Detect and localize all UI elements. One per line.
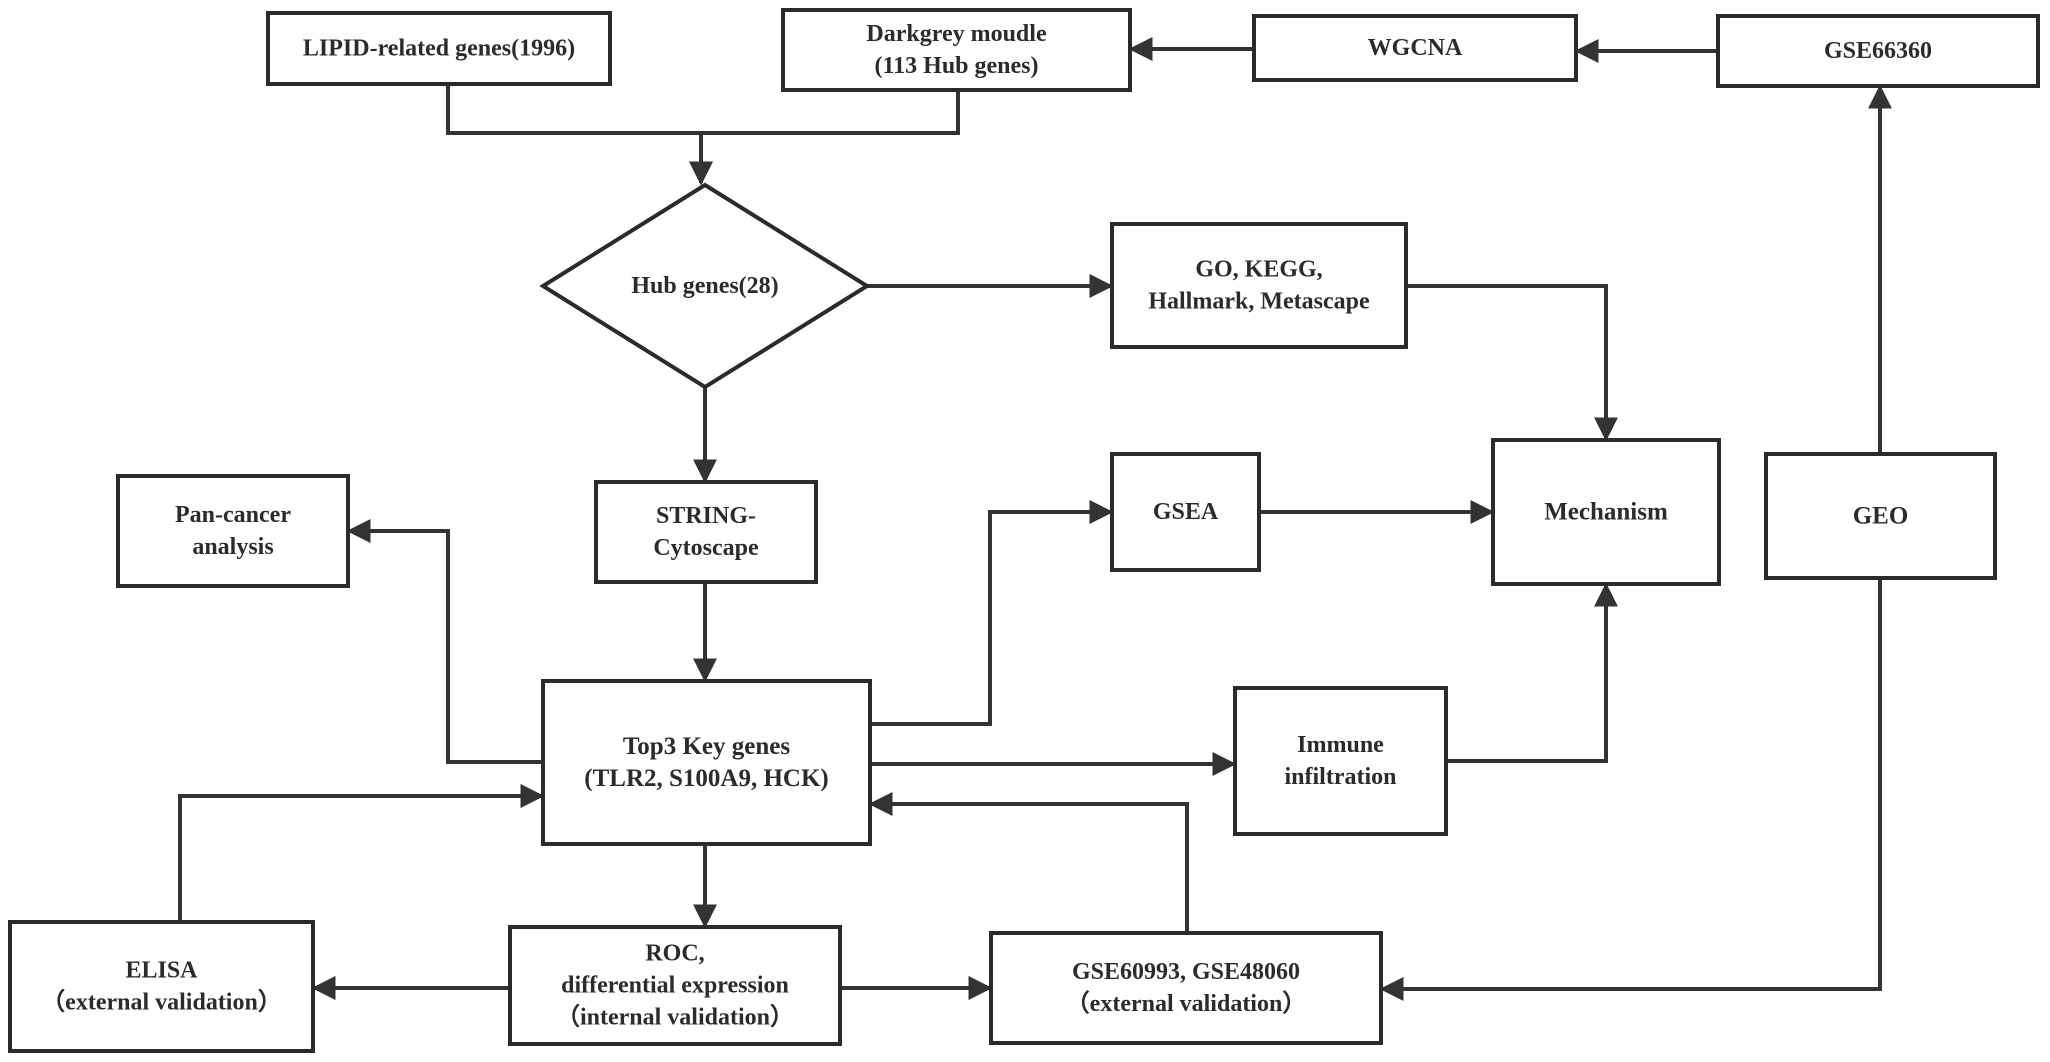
edge-elisa-to-top3 (178, 784, 545, 922)
node-mechanism-box (1491, 438, 1721, 586)
edge-gse60993-to-top3 (868, 792, 1189, 933)
node-darkgrey: Darkgrey moudle (113 Hub genes) (781, 8, 1132, 92)
edge-lipid-to-hub (446, 84, 713, 186)
node-geo-label-line-1: GEO (1853, 503, 1909, 530)
node-go-label-line-1: GO, KEGG, (1195, 257, 1322, 283)
node-immune: Immune infiltration (1233, 686, 1448, 836)
node-gse60993-label-line-2: （external validation） (1066, 990, 1307, 1017)
node-pancancer-label-line-1: Pan-cancer (175, 502, 291, 528)
node-hub-label-line-1: Hub genes(28) (631, 273, 778, 299)
node-elisa-label-line-1: ELISA (125, 958, 198, 984)
edge-immune-to-mechanism (1446, 582, 1618, 763)
node-string-box (594, 480, 818, 584)
node-wgcna-label-line-1: WGCNA (1368, 35, 1463, 61)
node-geo: GEO (1764, 452, 1997, 580)
node-gse66360-label-line-1: GSE66360 (1824, 38, 1932, 64)
node-elisa-label-line-2: （external validation） (41, 989, 282, 1016)
node-roc-label-line-2: differential expression (561, 973, 789, 999)
node-lipid-label-line-1: LIPID-related genes(1996) (303, 36, 575, 62)
node-geo-box (1764, 452, 1997, 580)
node-string-label-line-2: Cytoscape (653, 535, 759, 561)
node-pancancer-label-line-2: analysis (192, 534, 273, 560)
node-roc-label-line-1: ROC, (645, 941, 704, 967)
node-roc: ROC, differential expression （internal val… (508, 925, 842, 1046)
node-lipid: LIPID-related genes(1996) (266, 11, 612, 86)
node-elisa-box (8, 920, 315, 1053)
edge-top3-to-pancancer (346, 519, 543, 764)
node-go-label-line-2: Hallmark, Metascape (1148, 289, 1370, 315)
node-roc-box (508, 925, 842, 1046)
node-pancancer-box (116, 474, 350, 588)
node-wgcna-box (1252, 14, 1578, 82)
node-gse60993-box (989, 931, 1383, 1045)
node-darkgrey-label-line-2: (113 Hub genes) (874, 53, 1038, 79)
node-gsea: GSEA (1110, 452, 1261, 572)
edge-go-to-mechanism (1406, 284, 1618, 442)
node-mechanism: Mechanism (1491, 438, 1721, 586)
node-gsea-label-line-1: GSEA (1153, 499, 1219, 525)
node-string-label-line-1: STRING- (656, 503, 756, 529)
node-string: STRING- Cytoscape (594, 480, 818, 584)
node-go-box (1110, 222, 1408, 349)
node-pancancer: Pan-cancer analysis (116, 474, 350, 588)
node-hub: Hub genes(28) (539, 182, 871, 390)
node-immune-box (1233, 686, 1448, 836)
node-immune-label-line-2: infiltration (1285, 764, 1397, 790)
node-gse60993-label-line-1: GSE60993, GSE48060 (1072, 959, 1300, 985)
node-top3-box (541, 679, 872, 846)
node-gse60993: GSE60993, GSE48060 （external validation） (989, 931, 1383, 1045)
node-roc-label-line-3: （internal validation） (556, 1004, 794, 1031)
node-top3: Top3 Key genes (TLR2, S100A9, HCK) (541, 679, 872, 846)
edge-darkgrey-to-hub (689, 90, 960, 186)
edge-geo-to-gse60993 (1379, 578, 1882, 1001)
node-gse66360: GSE66360 (1716, 14, 2040, 88)
node-top3-label-line-1: Top3 Key genes (623, 733, 790, 760)
node-gsea-box (1110, 452, 1261, 572)
node-top3-label-line-2: (TLR2, S100A9, HCK) (584, 765, 828, 792)
node-gse66360-box (1716, 14, 2040, 88)
edges-layer (178, 37, 1892, 1001)
node-go: GO, KEGG, Hallmark, Metascape (1110, 222, 1408, 349)
node-wgcna: WGCNA (1252, 14, 1578, 82)
node-hub-shape (539, 182, 871, 390)
node-lipid-box (266, 11, 612, 86)
node-immune-label-line-1: Immune (1297, 732, 1384, 758)
node-darkgrey-label-line-1: Darkgrey moudle (866, 21, 1047, 47)
node-darkgrey-box (781, 8, 1132, 92)
node-mechanism-label-line-1: Mechanism (1544, 499, 1668, 526)
edge-top3-to-gsea (870, 500, 1114, 726)
nodes-layer: LIPID-related genes(1996) Darkgrey moudle… (8, 8, 2040, 1053)
node-elisa: ELISA （external validation） (8, 920, 315, 1053)
